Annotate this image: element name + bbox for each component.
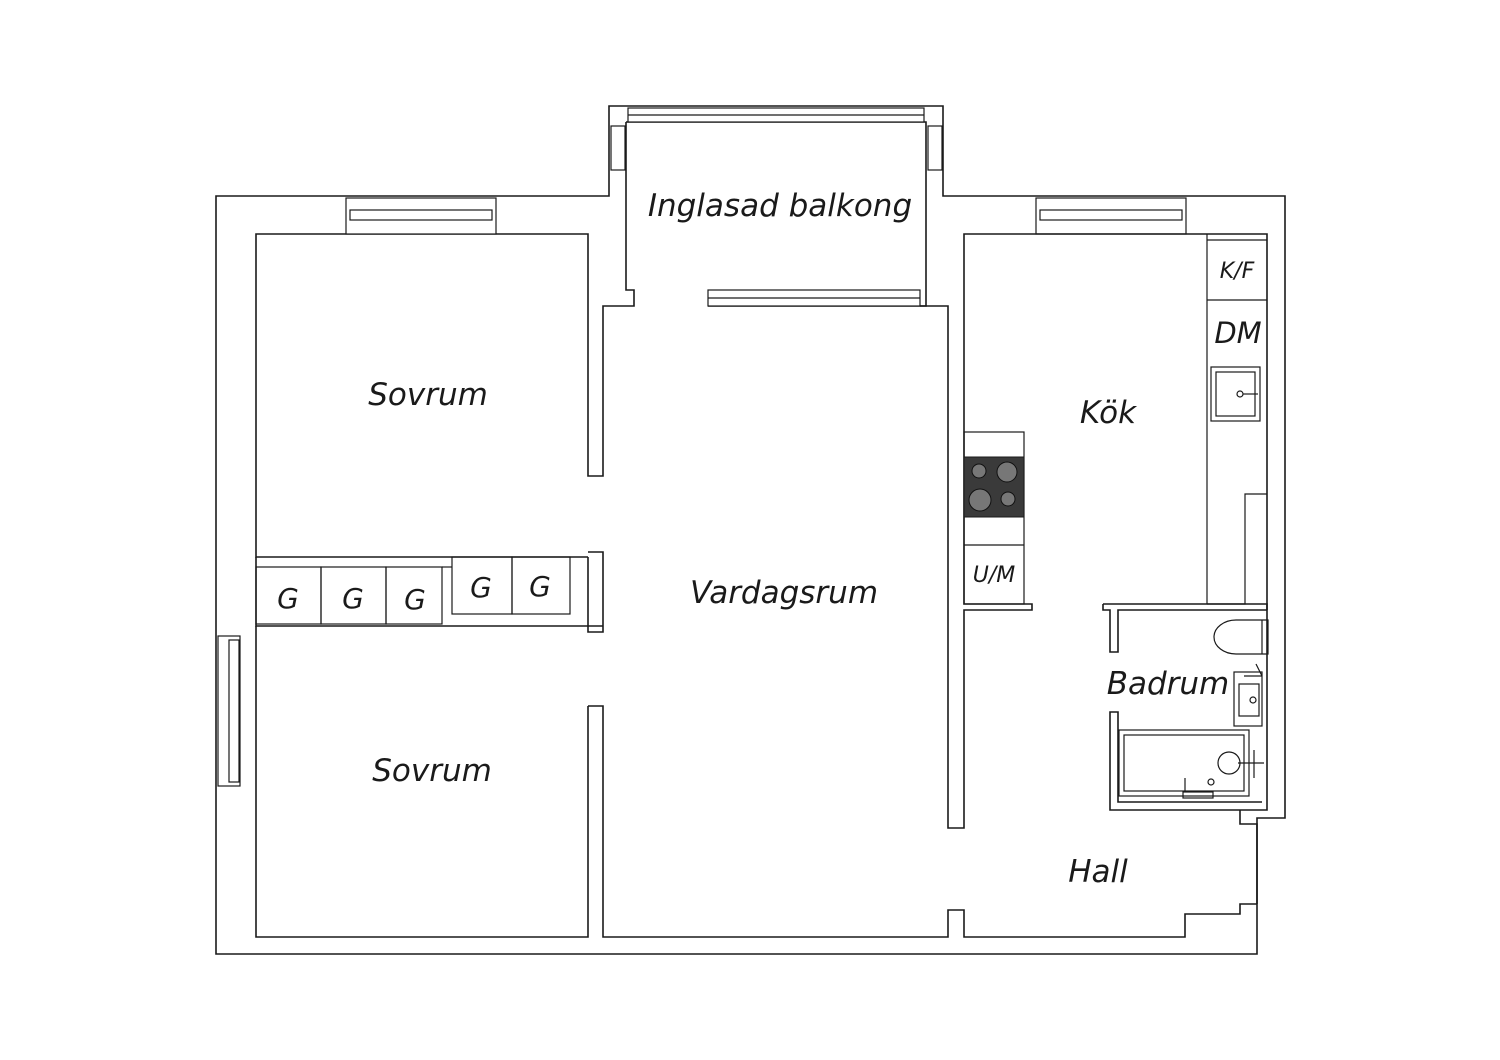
bathroom-sink [1233, 671, 1263, 727]
bedroom-top-window-pane [349, 209, 493, 221]
stove-burner-2 [996, 461, 1018, 483]
closet-3 [385, 566, 443, 625]
room-label-kitchen: Kök [1080, 395, 1137, 431]
bathtub-inner [1123, 734, 1245, 792]
room-label-living: Vardagsrum [690, 575, 878, 611]
bedroom-top-window [345, 197, 497, 235]
kitchen-sink-drain [1236, 390, 1244, 398]
closet-wall [255, 551, 604, 633]
appliance-label-microwave: U/M [973, 563, 1016, 588]
balcony-window-left [610, 125, 626, 171]
closet-label-1: G [277, 582, 299, 615]
living-right-wall [920, 233, 1268, 829]
toilet [1213, 619, 1269, 655]
room-label-hall: Hall [1068, 854, 1128, 890]
room-label-bedroom-top: Sovrum [368, 377, 488, 413]
bathtub-overflow [1207, 778, 1215, 786]
bedroom-bottom-inner [255, 626, 589, 938]
bathroom-sink-basin [1238, 683, 1260, 717]
appliance-label-fridge-freezer: K/F [1220, 259, 1255, 284]
bathtub-drain [1217, 751, 1241, 775]
room-label-bathroom: Badrum [1107, 666, 1230, 702]
closet-label-3: G [404, 583, 426, 616]
closet-label-2: G [342, 582, 364, 615]
appliance-label-dishwasher: DM [1214, 316, 1261, 350]
bathroom-wall [1102, 603, 1268, 811]
closet-label-4: G [470, 571, 492, 604]
bathroom-sink-faucet [1244, 663, 1263, 677]
stove-burner-3 [968, 488, 992, 512]
living-bottom-wall [588, 705, 1257, 938]
outer-wall [215, 105, 1286, 955]
room-label-bedroom-bottom: Sovrum [372, 753, 492, 789]
closet-5 [511, 556, 571, 615]
kitchen-counter-right [1206, 234, 1267, 605]
kitchen-sink [1210, 366, 1261, 422]
bathroom-sink-drain [1249, 696, 1257, 704]
stove-burner-4 [1000, 491, 1016, 507]
closet-label-5: G [529, 570, 551, 603]
bathtub [1118, 729, 1250, 797]
kitchen-window [1035, 197, 1187, 235]
bathtub-faucet [1182, 791, 1214, 799]
bedroom-bottom-window-pane [228, 639, 240, 783]
kitchen-window-pane [1039, 209, 1183, 221]
stove-burner-1 [971, 463, 987, 479]
kitchen-counter-left [963, 431, 1025, 605]
hall-right-wall [1239, 810, 1258, 904]
balcony-window-right [927, 125, 943, 171]
room-label-balcony: Inglasad balkong [648, 188, 912, 224]
